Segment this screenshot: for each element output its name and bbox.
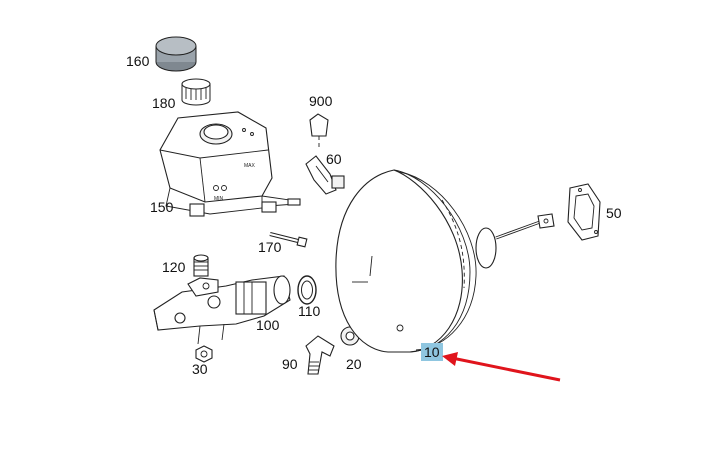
reservoir-max-mark: MAX bbox=[244, 163, 256, 169]
part-160-reservoir-cap[interactable] bbox=[155, 36, 197, 72]
callout-20: 20 bbox=[346, 356, 362, 372]
callout-120: 120 bbox=[162, 259, 186, 275]
part-900-connector[interactable] bbox=[309, 113, 329, 150]
callout-160: 160 bbox=[126, 53, 150, 69]
part-170-retaining-pin[interactable] bbox=[269, 232, 308, 248]
part-120-screw-plug[interactable] bbox=[193, 254, 209, 277]
callout-50: 50 bbox=[606, 205, 622, 221]
callout-900: 900 bbox=[309, 93, 333, 109]
reservoir-min-mark: MIN bbox=[214, 196, 224, 202]
part-30-nut[interactable] bbox=[195, 345, 213, 363]
callout-170: 170 bbox=[258, 239, 282, 255]
part-60-level-sensor[interactable] bbox=[305, 155, 345, 195]
part-110-seal-ring[interactable] bbox=[297, 275, 317, 305]
callout-30: 30 bbox=[192, 361, 208, 377]
callout-150: 150 bbox=[150, 199, 174, 215]
callout-90: 90 bbox=[282, 356, 298, 372]
callout-100: 100 bbox=[256, 317, 280, 333]
part-100-master-cylinder[interactable] bbox=[153, 275, 291, 345]
callout-10-highlight bbox=[421, 343, 443, 361]
part-50-gasket-plate[interactable] bbox=[567, 183, 601, 241]
callout-10: 10 bbox=[424, 344, 440, 360]
callout-110: 110 bbox=[298, 303, 321, 319]
part-10-brake-booster[interactable] bbox=[335, 169, 555, 353]
part-90-elbow-fitting[interactable] bbox=[305, 335, 335, 375]
part-180-strainer-ring[interactable] bbox=[181, 78, 211, 106]
callout-180: 180 bbox=[152, 95, 176, 111]
callout-60: 60 bbox=[326, 151, 342, 167]
pointer-arrow bbox=[442, 352, 561, 382]
part-150-fluid-reservoir[interactable]: MAX MIN bbox=[159, 111, 301, 217]
